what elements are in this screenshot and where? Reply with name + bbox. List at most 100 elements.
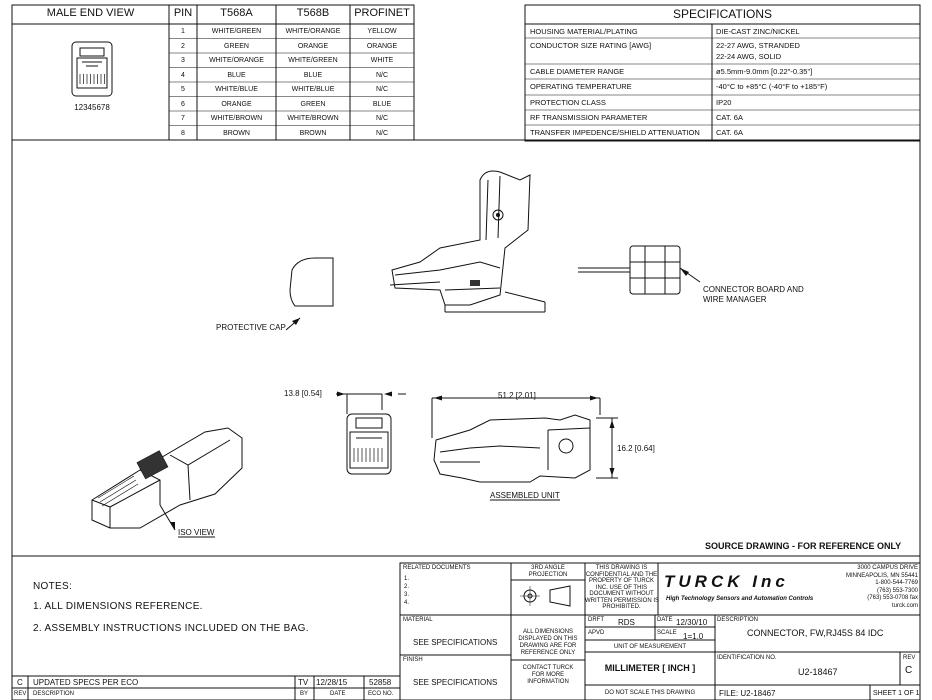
note-item-2: 2. ASSEMBLY INSTRUCTIONS INCLUDED ON THE… [33, 623, 309, 634]
address-line: (763) 553-0708 fax [867, 595, 918, 601]
pin-table-cell-t568b: ORANGE [297, 42, 329, 50]
sheet-label: SHEET 1 OF 1 [873, 690, 920, 697]
pin-header: PIN [173, 7, 193, 19]
address-line: turck.com [891, 602, 918, 609]
drft-label: DRFT [588, 617, 604, 623]
pin-table-cell-pin: 8 [181, 129, 185, 137]
pin-table-cell-t568a: BROWN [223, 129, 250, 137]
finish-label: FINISH [403, 657, 423, 663]
file-label: FILE: U2-18467 [719, 689, 776, 698]
projection-symbol-icon [522, 586, 572, 606]
revision-header-eco: ECO NO. [368, 691, 394, 697]
male-end-view-icon [72, 42, 112, 96]
pin-table-cell-profinet: N/C [375, 115, 389, 122]
pin-table-cell-profinet: WHITE [370, 57, 394, 64]
confidential-line: INC. USE OF THIS [595, 584, 648, 591]
pin-numbers-label: 12345678 [74, 103, 110, 112]
pin-table-cell-t568a: GREEN [224, 42, 249, 50]
revision-header-description: DESCRIPTION [33, 691, 75, 697]
pin-table-cell-pin: 6 [181, 100, 185, 108]
specifications-title: SPECIFICATIONS [672, 7, 773, 21]
protective-cap-callout: PROTECTIVE CAP [216, 323, 286, 332]
contact-note-line: INFORMATION [527, 679, 569, 685]
spec-label: CABLE DIAMETER RANGE [530, 67, 625, 76]
related-doc-3: 3. [404, 592, 410, 598]
confidential-line: THIS DRAWING IS [595, 565, 648, 571]
pin-table-cell-t568a: WHITE/BLUE [215, 86, 258, 93]
dimensions-note-line: ALL DIMENSIONS [522, 629, 574, 635]
confidential-line: CONFIDENTIAL AND THE [585, 571, 658, 578]
revision-header-by: BY [300, 691, 309, 697]
company-tagline: High Technology Sensors and Automation C… [666, 596, 814, 602]
assembled-unit-label: ASSEMBLED UNIT [490, 491, 560, 500]
confidential-line: PROPERTY OF TURCK [588, 578, 654, 584]
pin-table-cell-t568b: BLUE [303, 71, 323, 79]
revision-header-rev: REV [14, 691, 27, 697]
date-label: DATE [657, 617, 673, 623]
finish-value: SEE SPECIFICATIONS [413, 678, 498, 687]
scale-value: 1=1.0 [683, 632, 704, 641]
revision-by: TV [298, 678, 309, 687]
revision-date: 12/28/15 [316, 678, 348, 687]
pin-table-cell-pin: 4 [181, 71, 185, 79]
pin-table-cell-t568a: WHITE/GREEN [211, 28, 262, 35]
pin-table-cell-pin: 7 [181, 115, 185, 122]
pin-table-cell-profinet: BLUE [372, 100, 392, 108]
material-label: MATERIAL [403, 617, 433, 623]
identification-value: U2-18467 [798, 667, 838, 677]
rev-label: REV [903, 655, 916, 661]
related-doc-2: 2. [404, 584, 410, 590]
pin-table-cell-t568b: WHITE/GREEN [288, 57, 338, 64]
dimensions-note-line: REFERENCE ONLY [520, 650, 576, 656]
related-doc-4: 4. [404, 600, 410, 606]
spec-value: ø5.5mm-9.0mm [0.22"-0.35"] [716, 67, 813, 76]
notes-title: NOTES: [33, 581, 73, 592]
address-line: 3000 CAMPUS DRIVE [857, 565, 918, 571]
projection-line1: 3RD ANGLE [531, 565, 565, 571]
pin-table-cell-t568b: BROWN [299, 129, 327, 137]
spec-value: CAT. 6A [716, 113, 743, 122]
spec-value: CAT. 6A [716, 128, 743, 137]
confidential-line: WRITTEN PERMISSION IS [585, 597, 660, 604]
revision-eco: 52858 [369, 678, 392, 687]
drft-value: RDS [618, 618, 635, 627]
pin-table-cell-profinet: YELLOW [367, 28, 397, 35]
company-logo: TURCK Inc [664, 572, 789, 591]
spec-label: OPERATING TEMPERATURE [530, 82, 632, 91]
do-not-scale: DO NOT SCALE THIS DRAWING [604, 690, 696, 696]
spec-value-secondary: 22-24 AWG, SOLID [716, 52, 782, 61]
date-value: 12/30/10 [676, 618, 708, 627]
pin-table-cell-pin: 2 [181, 42, 185, 50]
address-line: 1-800-544-7769 [875, 580, 918, 586]
pin-table-cell-pin: 3 [181, 57, 185, 64]
pin-table-cell-t568a: BLUE [227, 71, 246, 79]
address-line: (763) 553-7300 [876, 587, 918, 594]
spec-value: -40°C to +85°C (-40°F to +185°F) [716, 82, 828, 91]
pin-table-cell-t568b: WHITE/ORANGE [285, 28, 341, 35]
related-documents-label: RELATED DOCUMENTS [403, 565, 471, 571]
dimensions-note-line: DRAWING ARE FOR [519, 643, 577, 649]
dimension-length: 51.2 [2.01] [498, 391, 536, 400]
revision-description: UPDATED SPECS PER ECO [33, 678, 139, 687]
dimensions-note-line: DISPLAYED ON THIS [518, 636, 578, 642]
unit-value: MILLIMETER [ INCH ] [604, 663, 696, 673]
unit-label: UNIT OF MEASUREMENT [613, 644, 687, 650]
source-drawing-label: SOURCE DRAWING - FOR REFERENCE ONLY [705, 541, 902, 551]
spec-label: PROTECTION CLASS [530, 98, 606, 107]
projection-line2: PROJECTION [528, 572, 568, 578]
apvd-label: APVD [588, 630, 605, 636]
revision-rev: C [17, 678, 23, 687]
revision-header-date: DATE [330, 691, 346, 697]
pin-table-cell-t568b: WHITE/BLUE [291, 86, 335, 93]
material-value: SEE SPECIFICATIONS [413, 638, 498, 647]
confidential-line: PROHIBITED. [602, 604, 641, 610]
rev-value: C [905, 665, 913, 676]
spec-value: IP20 [716, 98, 732, 107]
spec-label: CONDUCTOR SIZE RATING [AWG] [530, 41, 652, 50]
connector-board-callout-line1: CONNECTOR BOARD AND [703, 285, 804, 294]
spec-value: DIE-CAST ZINC/NICKEL [716, 27, 800, 36]
pin-table-cell-t568a: WHITE/ORANGE [209, 57, 264, 64]
pin-table-cell-pin: 5 [181, 86, 185, 93]
address-line: MINNEAPOLIS, MN 55441 [845, 572, 918, 579]
